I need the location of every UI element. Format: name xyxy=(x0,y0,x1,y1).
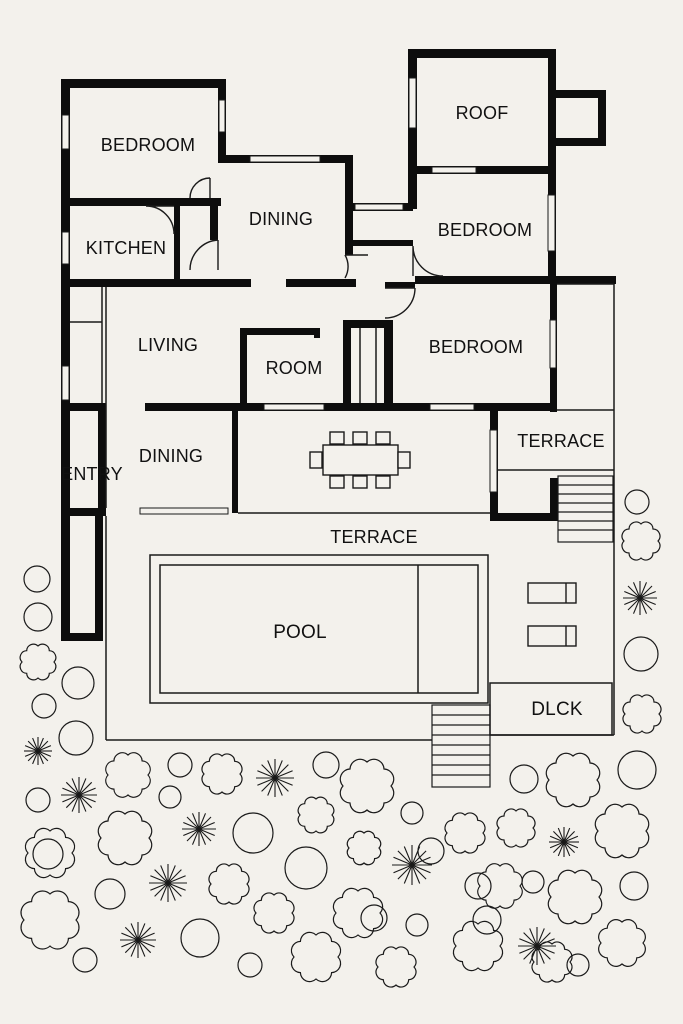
tree-bush xyxy=(545,752,601,808)
label-bedroom-top-left: BEDROOM xyxy=(101,135,195,155)
tree-palm xyxy=(61,777,97,813)
tree-bush xyxy=(621,521,661,561)
tree-palm xyxy=(120,922,156,958)
tree-round xyxy=(31,693,57,719)
walls xyxy=(61,49,616,641)
tree-bush xyxy=(201,753,243,795)
tree-palm xyxy=(392,845,432,885)
tree-round xyxy=(417,837,445,865)
tree-round xyxy=(25,787,51,813)
tree-bush xyxy=(531,941,573,983)
landscape-trees xyxy=(19,489,662,988)
label-bedroom-right-lower: BEDROOM xyxy=(429,337,523,357)
tree-bush xyxy=(594,803,650,859)
label-deck: DLCK xyxy=(531,699,583,720)
tree-round xyxy=(237,952,263,978)
tree-round xyxy=(619,871,649,901)
tree-round xyxy=(23,565,51,593)
tree-palm xyxy=(518,927,556,965)
tree-round xyxy=(23,602,53,632)
tree-bush xyxy=(19,643,57,681)
tree-round xyxy=(61,666,95,700)
tree-round xyxy=(94,878,126,910)
tree-bush xyxy=(547,869,603,925)
tree-palm xyxy=(182,812,216,846)
tree-bush xyxy=(97,810,153,866)
label-entry: ENTRY xyxy=(61,464,123,484)
label-dining-lower: DINING xyxy=(139,446,203,466)
tree-round xyxy=(58,720,94,756)
tree-palm xyxy=(256,759,294,797)
tree-round xyxy=(232,812,274,854)
tree-round xyxy=(32,838,64,870)
tree-bush xyxy=(346,830,382,866)
room-labels: BEDROOM ROOF DINING BEDROOM KITCHEN LIVI… xyxy=(61,103,604,720)
label-roof: ROOF xyxy=(456,103,509,123)
tree-bush xyxy=(622,694,662,734)
tree-round xyxy=(312,751,340,779)
tree-round xyxy=(72,947,98,973)
tree-round xyxy=(180,918,220,958)
tree-round xyxy=(167,752,193,778)
tree-bush xyxy=(496,808,536,848)
label-room: ROOM xyxy=(266,358,323,378)
label-kitchen: KITCHEN xyxy=(86,238,166,258)
tree-bush xyxy=(297,796,335,834)
tree-round xyxy=(284,846,328,890)
tree-round xyxy=(521,870,545,894)
tree-round xyxy=(472,905,502,935)
tree-bush xyxy=(452,920,504,972)
tree-bush xyxy=(477,863,523,909)
tree-palm xyxy=(24,737,52,765)
tree-round xyxy=(624,489,650,515)
stairs-right xyxy=(557,475,614,543)
tree-bush xyxy=(20,890,80,950)
tree-round xyxy=(623,636,659,672)
sun-loungers xyxy=(527,582,577,647)
tree-bush xyxy=(105,752,151,798)
dining-table-furniture xyxy=(309,431,411,489)
tree-bush xyxy=(208,863,250,905)
label-terrace-right: TERRACE xyxy=(517,431,604,451)
tree-bush xyxy=(339,758,395,814)
tree-bush xyxy=(332,887,384,939)
label-pool: POOL xyxy=(273,622,327,643)
stairs-bottom xyxy=(431,704,491,788)
tree-round xyxy=(360,904,388,932)
tree-round xyxy=(158,785,182,809)
tree-round xyxy=(405,913,429,937)
tree-round xyxy=(566,953,590,977)
label-bedroom-right-upper: BEDROOM xyxy=(438,220,532,240)
tree-round xyxy=(617,750,657,790)
tree-bush xyxy=(253,892,295,934)
tree-bush xyxy=(290,931,342,983)
label-living: LIVING xyxy=(138,335,198,355)
tree-palm xyxy=(623,581,657,615)
tree-round xyxy=(509,764,539,794)
tree-palm xyxy=(149,864,187,902)
label-terrace-main: TERRACE xyxy=(330,527,417,547)
windows xyxy=(61,77,557,515)
tree-round xyxy=(464,872,492,900)
tree-bush xyxy=(598,919,646,967)
doors xyxy=(145,177,444,319)
tree-round xyxy=(400,801,424,825)
tree-bush xyxy=(375,946,417,988)
tree-bush xyxy=(444,812,486,854)
label-dining-top: DINING xyxy=(249,209,313,229)
tree-bush xyxy=(24,827,76,879)
tree-palm xyxy=(549,827,579,857)
